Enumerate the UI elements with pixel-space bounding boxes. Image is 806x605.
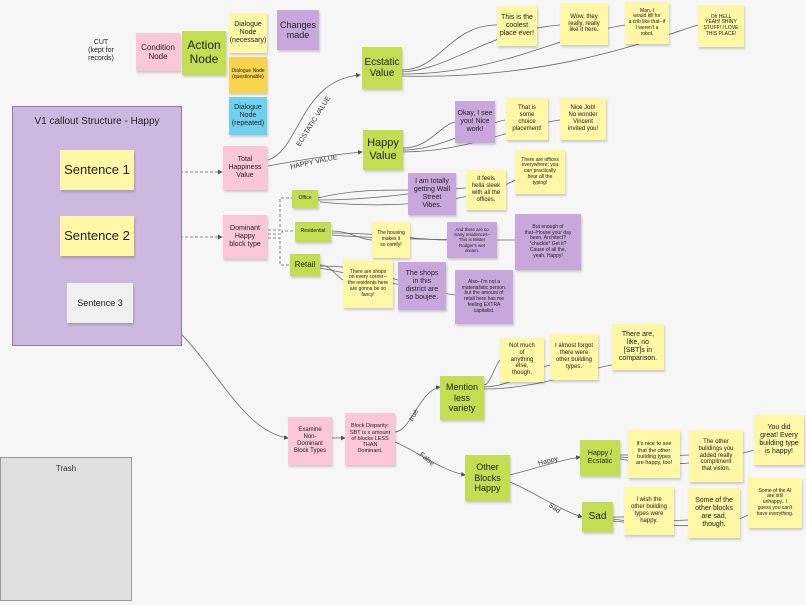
- sentence-3[interactable]: Sentence 3: [67, 283, 133, 323]
- trash-frame: Trash: [0, 457, 132, 601]
- node-ecstatic-value[interactable]: Ecstatic Value: [362, 47, 402, 89]
- node-some-sad[interactable]: Some of the other blocks are sad, though…: [688, 488, 740, 538]
- node-total-happiness[interactable]: Total Happiness Value: [223, 146, 267, 190]
- node-shops-corner[interactable]: There are shops on every corner-- the re…: [343, 260, 393, 308]
- node-coolest-place[interactable]: This is the coolest place ever!: [497, 6, 537, 46]
- node-other-blocks-happy[interactable]: Other Blocks Happy: [465, 455, 510, 501]
- legend-action-node: Action Node: [182, 31, 226, 75]
- structure-title: V1 callout Structure - Happy: [34, 116, 160, 127]
- edge-total-happy: [267, 149, 363, 167]
- sentence-2[interactable]: Sentence 2: [60, 216, 134, 256]
- legend-changes-made: Changes made: [277, 10, 319, 50]
- trash-title: Trash: [55, 464, 77, 473]
- legend-dialogue-repeated: Dialogue Node (repeated): [229, 97, 267, 135]
- node-office[interactable]: Office: [292, 190, 318, 208]
- node-oh-hell[interactable]: Oh HELL YEAH! SHINY STUFF! I LOVE THIS P…: [698, 5, 744, 47]
- edge-dominant-office: [268, 197, 292, 231]
- node-wow-really[interactable]: Wow, they really, really like it here.: [560, 3, 608, 45]
- node-shops-boujee[interactable]: The shops in this district are so boujee…: [398, 262, 446, 310]
- node-happy-ecstatic[interactable]: Happy / Ecstatic: [580, 440, 620, 476]
- sentence-1[interactable]: Sentence 1: [60, 150, 134, 190]
- node-nice-job[interactable]: Nice Job! No wonder Vincent invited you!: [560, 98, 606, 140]
- node-residential[interactable]: Residential: [295, 222, 331, 242]
- node-block-disparity[interactable]: Block Disparity: SBT is x amount of bloc…: [345, 413, 395, 465]
- node-examine-nondominant[interactable]: Examine Non- Dominant Block Types: [288, 417, 332, 465]
- edge-dominant-res: [268, 230, 295, 235]
- legend-cut: CUT (kept for records): [88, 38, 114, 63]
- node-so-comfy[interactable]: The housing makes it so comfy!: [372, 222, 410, 258]
- node-nice-to-see[interactable]: It's nice to see that the other building…: [628, 430, 680, 478]
- node-some-ai-unhappy[interactable]: Some of the AI are still unhappy.. I gue…: [748, 478, 802, 528]
- node-enough-of-that[interactable]: But enough of that--House your day been,…: [515, 214, 581, 270]
- node-hella-sleek[interactable]: It feels hella sleek with all the office…: [466, 170, 506, 210]
- node-wish-other[interactable]: I wish the other building types were hap…: [624, 487, 674, 535]
- node-okay-nice-work[interactable]: Okay, I see you! Nice work!: [455, 101, 495, 143]
- node-wall-street[interactable]: I am totally getting Wall Street Vibes.: [408, 173, 456, 215]
- node-offices-everywhere[interactable]: There are offices everywhere; you can pr…: [515, 150, 565, 194]
- node-there-are-like[interactable]: There are, like, no [SBT]s in comparison…: [612, 324, 664, 370]
- node-so-many-res[interactable]: And there are so many residences-- This …: [447, 222, 497, 258]
- edge-dominant-retail: [268, 237, 290, 266]
- node-not-much[interactable]: Not much of anything else, though.: [500, 338, 544, 382]
- legend-condition-node: Condition Node: [136, 33, 180, 71]
- node-sad[interactable]: Sad: [582, 502, 613, 532]
- node-happy-value[interactable]: Happy Value: [363, 130, 403, 170]
- edge-total-ecstatic: [267, 72, 361, 161]
- node-mention-less[interactable]: Mention less variety: [440, 376, 484, 420]
- node-not-materialistic[interactable]: Also--I'm not a materialistic person, bu…: [455, 270, 513, 324]
- node-dominant-block[interactable]: Dominant Happy block type: [223, 215, 267, 259]
- node-man-kill[interactable]: Man, I would kill for a crib like that--…: [625, 2, 669, 44]
- node-other-buildings-compliment[interactable]: The other buildings you added really com…: [689, 430, 743, 482]
- node-retail[interactable]: Retail: [290, 254, 320, 276]
- node-you-did-great[interactable]: You did great! Every building type is ha…: [754, 415, 804, 465]
- node-some-choice[interactable]: That is some choice placement!: [506, 98, 548, 140]
- node-almost-forgot[interactable]: I almost forgot there were other buildin…: [550, 334, 598, 380]
- legend-dialogue-questionable: Dialogue Node (questionable): [229, 57, 267, 93]
- legend-dialogue-necessary: Dialogue Node (necessary): [229, 13, 267, 53]
